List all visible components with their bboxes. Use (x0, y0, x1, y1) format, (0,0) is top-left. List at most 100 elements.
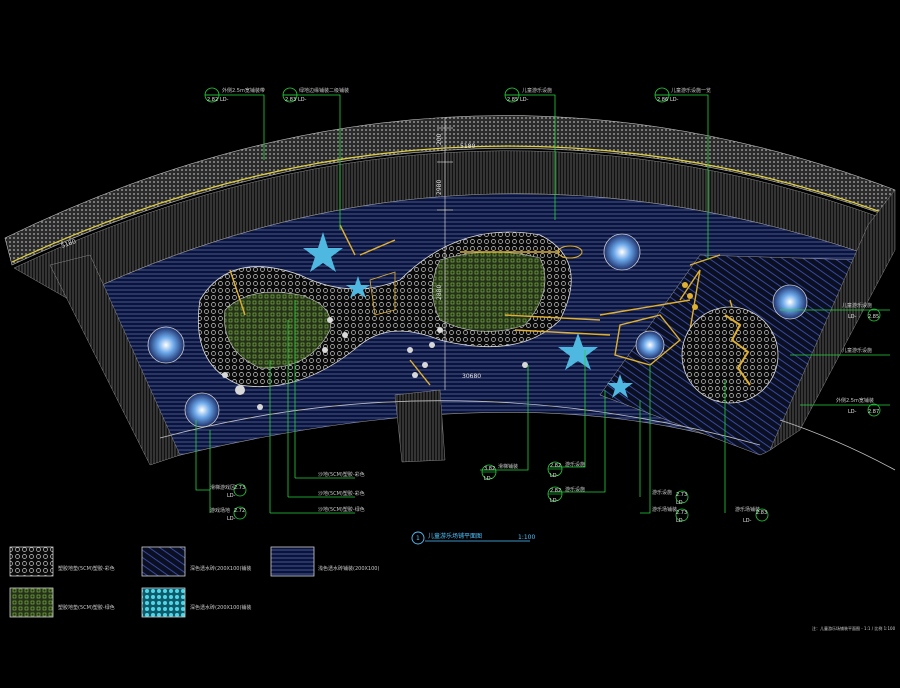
svg-text:3.82: 3.82 (484, 466, 495, 472)
svg-text:LD-: LD- (520, 97, 529, 103)
callout-top-1: 2.82 LD- 外侧2.5m宽铺装带 (204, 87, 265, 103)
corner-note: 注：儿童游乐场铺装平面图 - 1:1 / 比例 1:100 (812, 625, 896, 631)
svg-text:2.82: 2.82 (550, 463, 561, 469)
svg-text:游戏场地: 游戏场地 (210, 507, 230, 514)
leader-lines (195, 94, 890, 514)
callout-bottom-2: 游戏场地 2.72 LD- (210, 506, 247, 522)
callout-top-3: 2.85 LD- 儿童游乐设施 (504, 87, 552, 103)
dimension-left-edge: 5180 (60, 238, 77, 250)
svg-text:LD-: LD- (676, 518, 685, 524)
svg-text:LD-: LD- (227, 493, 236, 499)
svg-text:2.87: 2.87 (868, 409, 879, 415)
legend-swatch-5 (270, 546, 315, 577)
svg-text:LD-: LD- (550, 498, 559, 504)
svg-text:滑梯铺装: 滑梯铺装 (498, 463, 518, 470)
svg-text:2.73: 2.73 (676, 510, 687, 516)
svg-text:儿童游乐设施: 儿童游乐设施 (842, 347, 872, 354)
svg-text:2.83: 2.83 (756, 510, 767, 516)
callout-bottom-3: 沙地(5CM)塑胶-彩色 (295, 471, 365, 479)
legend-label-3: 深色透水砖(200X100)铺装 (190, 565, 251, 572)
right-edge-wall (769, 189, 896, 451)
dimension-d4: 30680 (462, 373, 481, 380)
dimension-d2: 2980 (436, 180, 443, 195)
star-decoration-3 (558, 333, 598, 370)
svg-text:儿童游乐设施一览: 儿童游乐设施一览 (671, 87, 711, 94)
bottom-entry (394, 389, 446, 463)
svg-text:LD-: LD- (743, 518, 752, 524)
svg-text:绿地边缘铺装二级铺装: 绿地边缘铺装二级铺装 (299, 87, 349, 94)
svg-text:2.86: 2.86 (657, 97, 668, 103)
drawing-title-text: 儿童游乐场铺平面图 (428, 532, 482, 540)
svg-text:外侧2.5m宽铺装带: 外侧2.5m宽铺装带 (222, 87, 265, 94)
callout-bottom-4: 沙地(5CM)塑胶-彩色 (288, 490, 365, 498)
legend-swatch-4 (141, 587, 186, 618)
vertical-dimension (437, 118, 453, 390)
stepping-stones (222, 317, 528, 410)
svg-text:滑梯游戏区: 滑梯游戏区 (210, 484, 235, 491)
svg-text:LD-: LD- (484, 476, 493, 482)
svg-text:2.73: 2.73 (676, 492, 687, 498)
svg-text:游乐场铺装: 游乐场铺装 (652, 506, 677, 513)
legend-label-5: 浅色透水砖铺装(200X100) (318, 565, 379, 572)
callout-bottom-10: 游乐场铺装 2.73 LD- (652, 506, 689, 524)
callout-top-2: 2.83 LD- 绿地边缘铺装二级铺装 (282, 87, 349, 103)
svg-text:儿童游乐设施: 儿童游乐设施 (842, 302, 872, 309)
star-decoration-1 (303, 232, 343, 272)
drawing-title: 1 儿童游乐场铺平面图 1:100 (411, 531, 535, 545)
svg-text:沙地(5CM)塑胶-彩色: 沙地(5CM)塑胶-彩色 (318, 471, 365, 478)
left-edge-wall (49, 254, 181, 466)
drawing-scale: 1:100 (518, 534, 535, 541)
svg-text:游乐场铺装: 游乐场铺装 (735, 506, 760, 513)
svg-text:2.85: 2.85 (507, 97, 518, 103)
callout-bottom-1: 滑梯游戏区 2.73 LD- (210, 483, 247, 499)
star-decoration-4 (607, 374, 633, 398)
lower-right-curve (779, 419, 896, 471)
svg-text:沙地(5CM)塑胶-彩色: 沙地(5CM)塑胶-彩色 (318, 490, 365, 497)
legend-swatch-1 (9, 546, 54, 577)
lower-arc-line (159, 400, 761, 446)
callout-bottom-5: 沙地(5CM)塑胶-绿色 (270, 506, 365, 514)
star-decoration-2 (346, 276, 370, 298)
svg-text:2.82: 2.82 (207, 97, 218, 103)
lawn-left (224, 291, 331, 369)
svg-text:2.83: 2.83 (285, 97, 296, 103)
legend-swatch-2 (9, 587, 54, 618)
svg-text:LD-: LD- (550, 473, 559, 479)
svg-text:游乐设施: 游乐设施 (565, 486, 585, 493)
callout-bottom-9: 游乐设施 2.73 LD- (652, 489, 689, 506)
svg-text:LD-: LD- (676, 500, 685, 506)
callout-top-4: 2.86 LD- 儿童游乐设施一览 (654, 87, 711, 103)
svg-text:LD-: LD- (670, 97, 679, 103)
svg-text:LD-: LD- (227, 516, 236, 522)
sand-pit (557, 245, 583, 259)
lawn-right (432, 251, 546, 332)
legend-label-1: 塑胶地垫(5CM)塑胶-彩色 (58, 565, 115, 572)
dimension-d3: 200 (436, 133, 443, 145)
callout-bottom-6: 3.82 LD- 滑梯铺装 (481, 463, 518, 482)
slide-chain (682, 282, 698, 310)
svg-text:LD-: LD- (848, 409, 857, 415)
callout-right-3: 外侧2.5m宽铺装 2.87 LD- (836, 397, 881, 417)
callout-bottom-7: 2.82 LD- 游乐设施 (547, 461, 585, 479)
svg-text:游乐设施: 游乐设施 (565, 461, 585, 468)
svg-text:2.73: 2.73 (234, 485, 245, 491)
svg-text:游乐设施: 游乐设施 (652, 489, 672, 496)
legend-label-2: 塑胶地垫(5CM)塑胶-绿色 (58, 604, 115, 611)
trampoline-discs (147, 233, 808, 428)
callout-right-2: 儿童游乐设施 (842, 347, 872, 354)
callout-bottom-8: 2.82 LD- 游乐设施 (547, 486, 585, 504)
svg-text:2.85: 2.85 (868, 314, 879, 320)
svg-text:LD-: LD- (848, 314, 857, 320)
dimension-d5: 2880 (436, 285, 443, 300)
svg-text:2.82: 2.82 (550, 488, 561, 494)
round-play-mound (681, 306, 779, 404)
svg-text:2.72: 2.72 (234, 508, 245, 514)
legend-label-4: 深色透水砖(200X100)铺装 (190, 604, 251, 611)
legend: 塑胶地垫(5CM)塑胶-彩色 塑胶地垫(5CM)塑胶-绿色 深色透水砖(200X… (9, 546, 379, 618)
svg-text:外侧2.5m宽铺装: 外侧2.5m宽铺装 (836, 397, 874, 404)
play-equipment (229, 224, 746, 396)
climbing-net (369, 271, 396, 316)
drawing-title-number: 1 (416, 535, 420, 542)
svg-text:LD-: LD- (298, 97, 307, 103)
